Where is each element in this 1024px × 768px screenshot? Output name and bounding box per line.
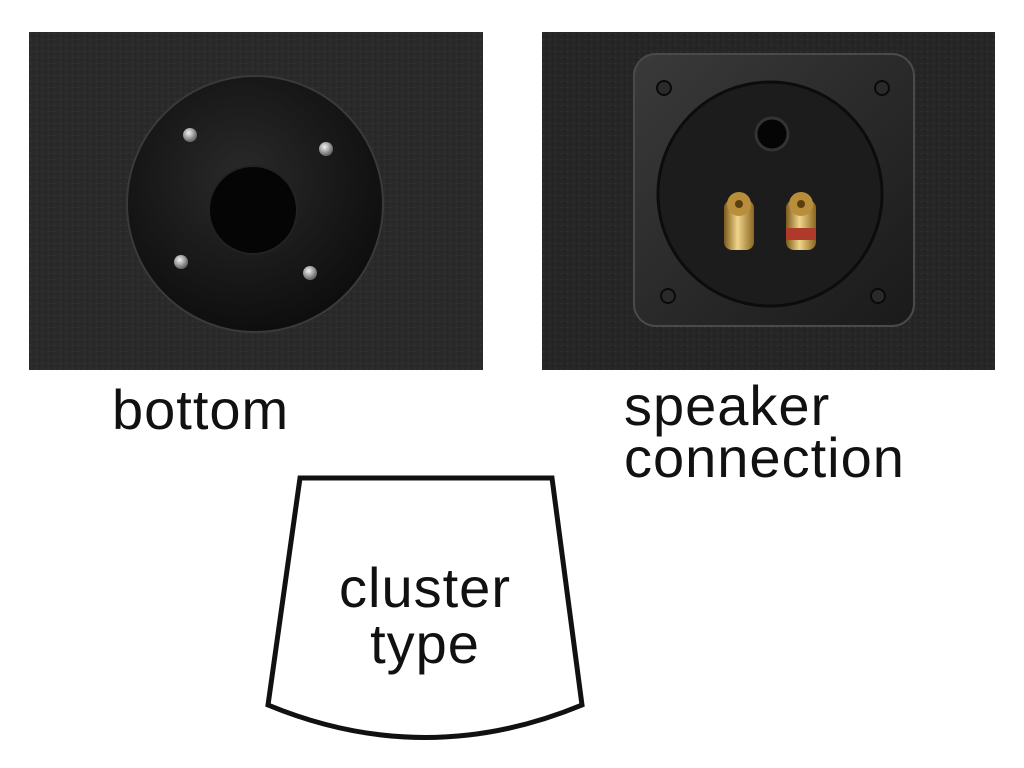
terminal-recess [656,80,884,308]
bottom-caption: bottom [112,378,290,441]
bottom-photo [29,32,483,370]
cluster-type-shape [260,470,590,750]
speaker-connection-caption: speaker connection [624,374,905,489]
red-binding-post [786,192,816,250]
label-line: type [370,612,480,675]
speaker-connection-photo [542,32,995,370]
terminal-cup-image [542,32,995,370]
label-line: cluster [339,556,511,619]
screw [303,266,317,280]
bottom-plate-image [29,32,483,370]
cluster-type-label: cluster type [260,560,590,672]
gold-binding-post [724,192,754,250]
screw [319,142,333,156]
caption-line: connection [624,426,905,489]
corner-screws [656,80,890,304]
jack-socket [754,116,790,152]
pole-socket [208,165,298,255]
caption-line: speaker [624,374,831,437]
screw [183,128,197,142]
screw [174,255,188,269]
